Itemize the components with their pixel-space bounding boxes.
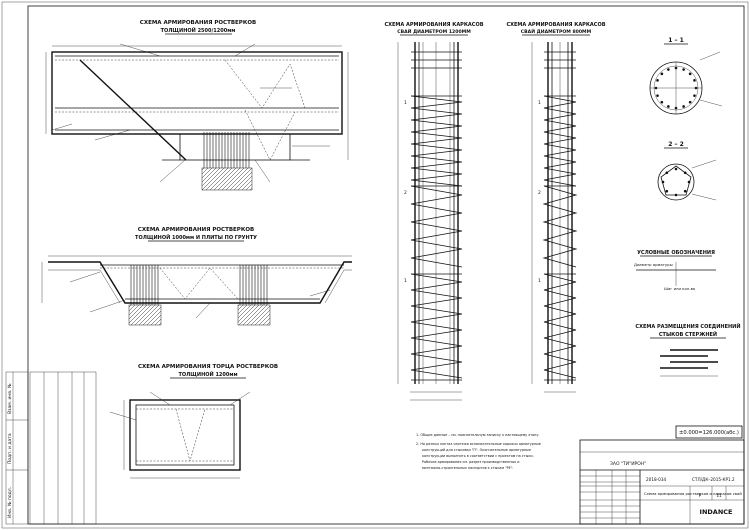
- section-c-subtitle: ТОЛЩИНОЙ 1200мм: [178, 370, 237, 378]
- cage-800-subtitle: СВАЙ ДИАМЕТРОМ 800ММ: [521, 27, 592, 35]
- rebar-dot: [688, 72, 692, 76]
- rebar-dot: [665, 189, 669, 193]
- splice-scheme: СХЕМА РАЗМЕЩЕНИЯ СОЕДИНЕНИЙ СТЫКОВ СТЕРЖ…: [635, 322, 741, 377]
- svg-text:1: 1: [538, 100, 541, 106]
- svg-text:1: 1: [404, 278, 407, 284]
- elevation-note: ±0.000=126.000(абс.): [675, 425, 743, 439]
- side-stamp-l1: Взам. инв. №: [7, 383, 13, 414]
- title-block-doc: СТЛ/ДК–2015-КР1.2: [692, 477, 735, 482]
- note-2: 2. На разных листах чертежа вспомогатель…: [416, 442, 541, 446]
- rebar-dot: [687, 180, 691, 184]
- rebar-dot: [683, 171, 687, 175]
- revision-stamp: [29, 371, 97, 525]
- svg-text:2: 2: [538, 190, 541, 196]
- rebar-dot: [660, 72, 664, 76]
- inner-frame: [27, 5, 745, 525]
- section-c: СХЕМА АРМИРОВАНИЯ ТОРЦА РОСТВЕРКОВ ТОЛЩИ…: [109, 364, 278, 479]
- legend-item-1: Диаметр арматуры: [634, 262, 673, 267]
- rebar-dot: [656, 94, 659, 97]
- rebar-dot: [688, 100, 692, 104]
- section-b: СХЕМА АРМИРОВАНИЯ РОСТВЕРКОВ ТОЛЩИНОЙ 10…: [41, 227, 352, 326]
- title-block: ЗАО "ТИ"ИРОН" 2018-034 СТЛ/ДК–2015-КР1.2…: [579, 439, 745, 525]
- side-stamp: Взам. инв. № Подп. и дата Инв. № подл.: [5, 371, 29, 525]
- note-6: монтажно-строительных паспортов к стыкам…: [422, 466, 513, 470]
- title-block-sheet-name: Схема армирования ростверков и каркасов …: [644, 491, 742, 496]
- side-stamp-l3: Инв. № подл.: [7, 487, 13, 518]
- section-c-title: СХЕМА АРМИРОВАНИЯ ТОРЦА РОСТВЕРКОВ: [138, 364, 278, 370]
- title-block-stage: Р: [699, 493, 702, 498]
- rebar-dot: [665, 171, 669, 175]
- note-3: конструкций для стыковки "П". Окончатель…: [422, 448, 531, 452]
- svg-text:1: 1: [538, 278, 541, 284]
- side-stamp-l2: Подп. и дата: [7, 433, 13, 464]
- splice-subtitle: СТЫКОВ СТЕРЖНЕЙ: [659, 330, 717, 338]
- elevation-text: ±0.000=126.000(абс.): [679, 430, 739, 436]
- svg-text:1: 1: [404, 100, 407, 106]
- cage-1200-subtitle: СВАЙ ДИАМЕТРОМ 1200ММ: [397, 27, 471, 35]
- note-4: конструкции выполнить в соответствии с п…: [422, 454, 534, 458]
- legend-title: УСЛОВНЫЕ ОБОЗНАЧЕНИЯ: [637, 250, 715, 256]
- rebar-dot: [667, 68, 670, 71]
- general-notes: 1. Общие данные – см. пояснительную запи…: [416, 433, 541, 470]
- rebar-dot: [661, 180, 665, 184]
- title-block-company: INDANCE: [700, 508, 733, 516]
- rebar-dot: [683, 189, 687, 193]
- rebar-dot: [682, 105, 685, 108]
- section-b-title: СХЕМА АРМИРОВАНИЯ РОСТВЕРКОВ: [138, 227, 254, 233]
- rebar-dot: [674, 193, 678, 197]
- legend-item-2: Шаг или кол-во: [664, 286, 696, 291]
- section-2-2-label: 2 – 2: [668, 141, 684, 148]
- title-block-code: 2018-034: [646, 477, 666, 482]
- rebar-dot: [682, 68, 685, 71]
- svg-text:2: 2: [404, 190, 407, 196]
- pile-cage-800: СХЕМА АРМИРОВАНИЯ КАРКАСОВ СВАЙ ДИАМЕТРО…: [506, 22, 606, 393]
- legend: УСЛОВНЫЕ ОБОЗНАЧЕНИЯ Диаметр арматуры Ша…: [634, 250, 716, 291]
- title-block-org: ЗАО "ТИ"ИРОН": [610, 461, 646, 467]
- rebar-dot: [674, 167, 678, 171]
- rebar-dot: [693, 79, 696, 82]
- spiral-800: [542, 95, 578, 379]
- rebar-dot: [660, 100, 664, 104]
- section-b-subtitle: ТОЛЩИНОЙ 1000мм И ПЛИТЫ ПО ГРУНТУ: [135, 233, 257, 241]
- section-1-1: 1 – 1: [649, 37, 723, 115]
- cage-800-title: СХЕМА АРМИРОВАНИЯ КАРКАСОВ: [506, 22, 605, 28]
- splice-title: СХЕМА РАЗМЕЩЕНИЯ СОЕДИНЕНИЙ: [635, 322, 740, 330]
- spiral-1200: [410, 95, 463, 379]
- section-2-2: 2 – 2: [657, 141, 717, 201]
- cage-1200-title: СХЕМА АРМИРОВАНИЯ КАРКАСОВ: [384, 22, 483, 28]
- rebar-dot: [656, 79, 659, 82]
- rebar-dot: [693, 94, 696, 97]
- section-a-title: СХЕМА АРМИРОВАНИЯ РОСТВЕРКОВ: [140, 20, 256, 26]
- note-5: Рабочие армирования см. разрез производс…: [422, 460, 519, 464]
- section-1-1-label: 1 – 1: [668, 37, 684, 44]
- title-block-sheet: 11: [716, 493, 722, 498]
- note-1: 1. Общие данные – см. пояснительную запи…: [416, 433, 540, 437]
- rebar-dot: [667, 105, 670, 108]
- section-a-subtitle: ТОЛЩИНОЙ 2500/1200мм: [161, 26, 236, 34]
- section-a: СХЕМА АРМИРОВАНИЯ РОСТВЕРКОВ ТОЛЩИНОЙ 25…: [45, 20, 349, 191]
- pile-cage-1200: СХЕМА АРМИРОВАНИЯ КАРКАСОВ СВАЙ ДИАМЕТРО…: [384, 22, 484, 401]
